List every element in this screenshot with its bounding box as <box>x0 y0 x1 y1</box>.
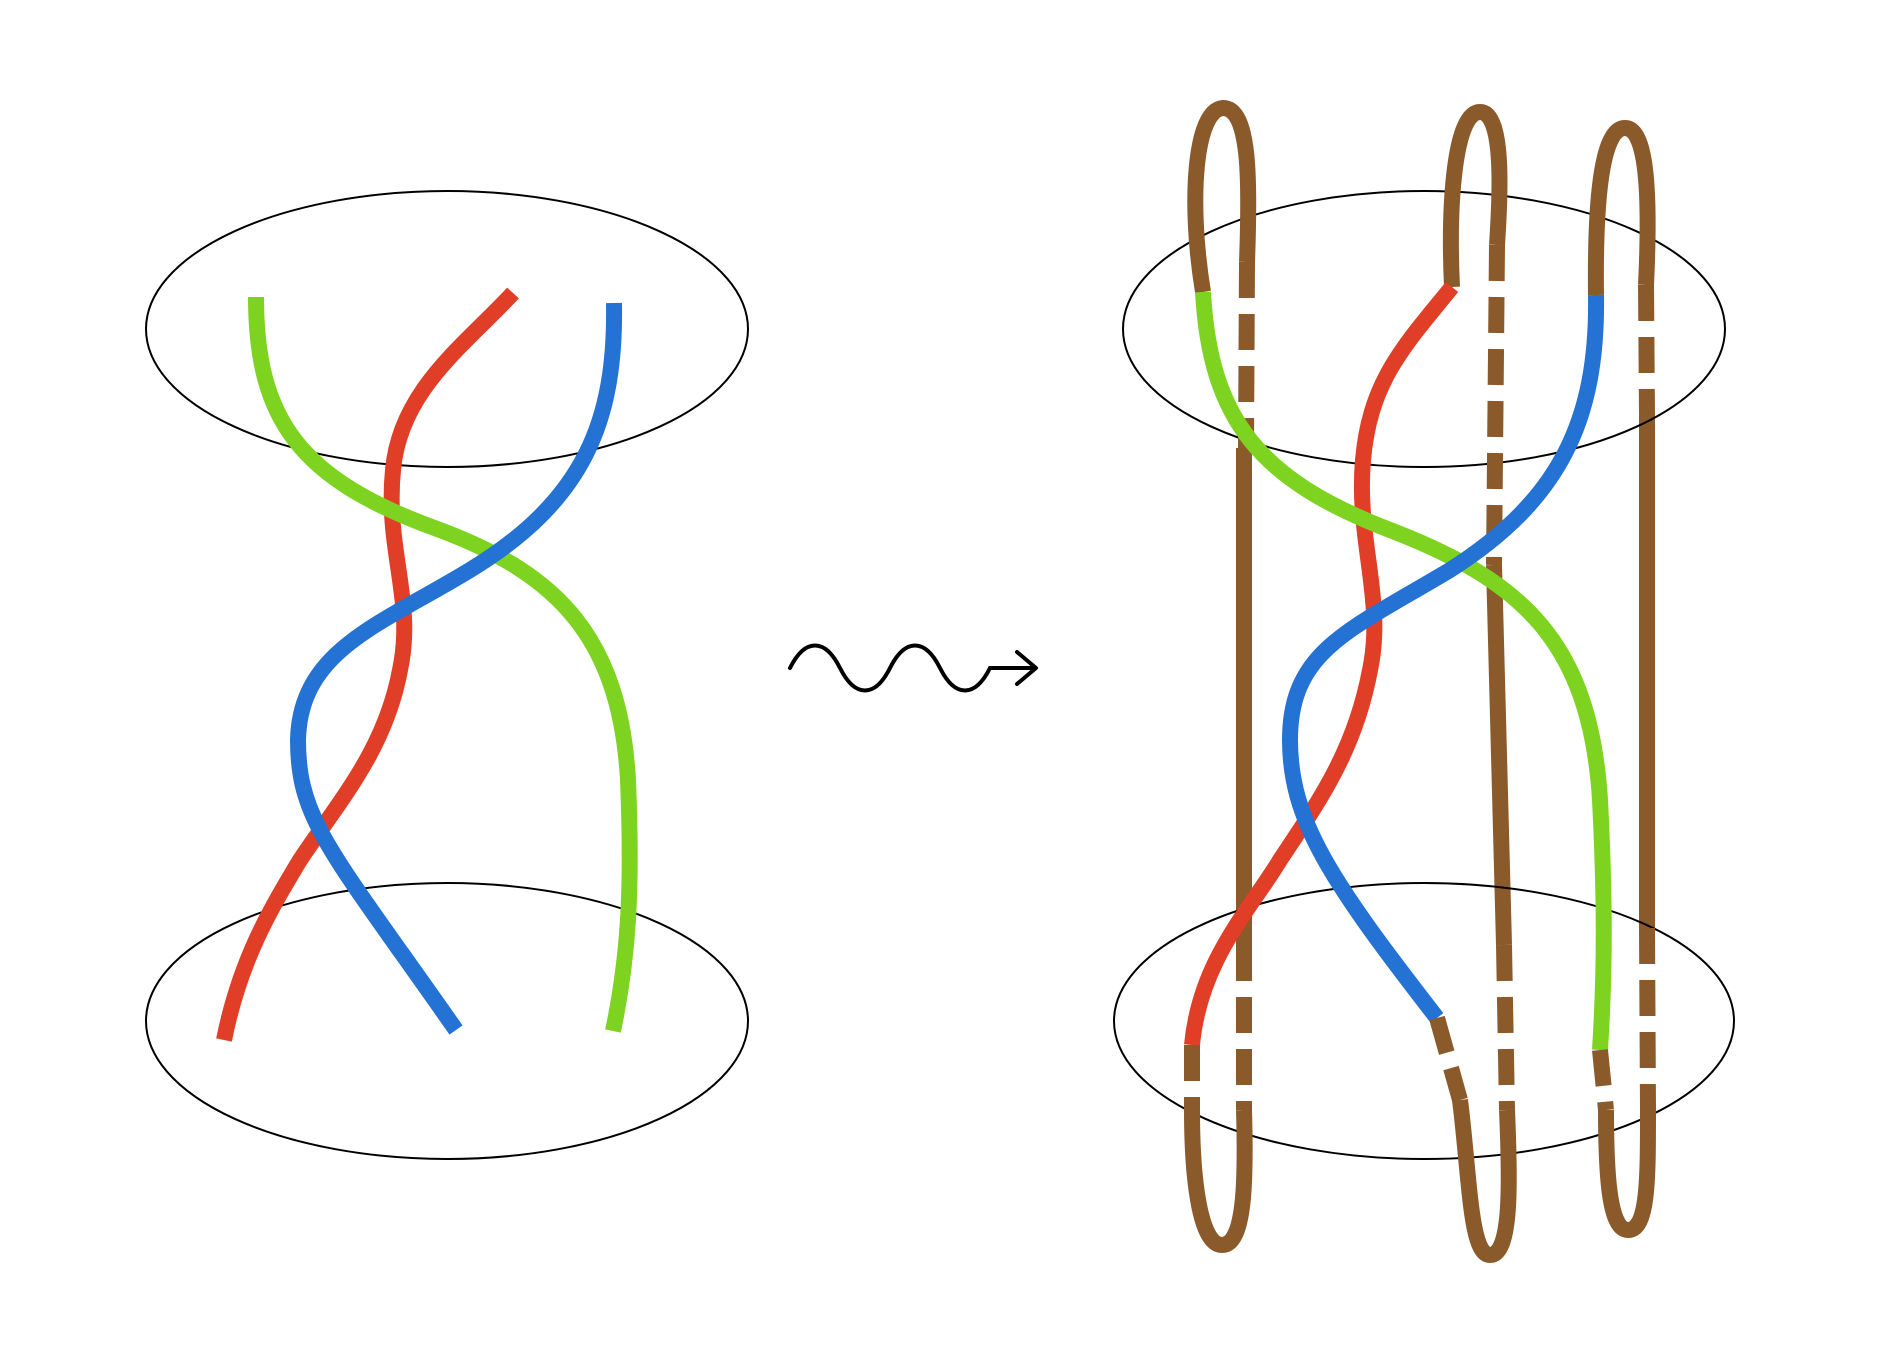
squiggle-arrow-head <box>1015 650 1038 686</box>
right-bottom-dash-2 <box>1429 1015 1468 1103</box>
right-top-loop-3 <box>1587 120 1656 296</box>
right-top-dash-2 <box>1486 244 1505 566</box>
left-red-strand <box>216 287 519 1042</box>
right-blue-strand <box>1282 294 1605 1023</box>
right-bottom-disk <box>1113 882 1735 1160</box>
left-green-strand <box>248 296 638 1033</box>
right-top-dash-3 <box>1638 284 1655 416</box>
right-braid-closure <box>1113 100 1735 1263</box>
right-bottom-return-dash-2 <box>1496 944 1515 1111</box>
right-bottom-dash-3 <box>1592 1049 1614 1111</box>
right-brown-return-2-back <box>1486 564 1512 946</box>
right-top-loop-2 <box>1442 104 1508 288</box>
right-bottom-return-dash-3 <box>1639 927 1656 1111</box>
right-bottom-loop-1 <box>1184 1109 1253 1253</box>
left-top-disk <box>145 190 749 468</box>
left-blue-strand <box>290 302 623 1035</box>
right-top-disk <box>1122 190 1726 468</box>
right-bottom-loop-2 <box>1452 1099 1517 1263</box>
right-top-dash-1 <box>1238 261 1255 449</box>
squiggle-arrow-icon <box>788 643 1038 693</box>
right-top-loop-1 <box>1187 100 1257 294</box>
squiggle-arrow-wave <box>788 643 1036 693</box>
right-green-strand <box>1195 291 1612 1051</box>
right-red-strand <box>1184 281 1459 1046</box>
left-braid <box>145 190 749 1160</box>
right-bottom-loop-3 <box>1598 1109 1656 1238</box>
left-bottom-disk <box>145 882 749 1160</box>
